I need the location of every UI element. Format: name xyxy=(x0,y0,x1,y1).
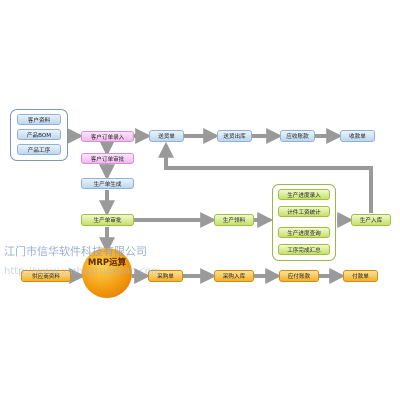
node-material-info[interactable]: 供应商资料 xyxy=(21,270,71,282)
node-receivable[interactable]: 应收账款 xyxy=(280,130,315,142)
node-customer-info[interactable]: 客户资料 xyxy=(17,114,61,125)
node-purchase[interactable]: 采购单 xyxy=(148,270,183,282)
node-plan-review[interactable]: 生产单审批 xyxy=(81,214,134,226)
node-piece-wage[interactable]: 计件工资统计 xyxy=(278,206,330,217)
watermark-company: 江门市信华软件科技有限公司 xyxy=(4,245,147,258)
node-production-pick[interactable]: 生产领料 xyxy=(214,214,254,226)
node-production-in[interactable]: 生产入库 xyxy=(351,214,391,226)
node-progress-entry[interactable]: 生产进度录入 xyxy=(278,189,330,200)
arrow-in-to-delivery xyxy=(158,141,373,213)
node-product-bom[interactable]: 产品BOM xyxy=(17,129,61,140)
node-product-process[interactable]: 产品工序 xyxy=(17,144,61,155)
node-delivery[interactable]: 送货单 xyxy=(149,130,184,142)
node-plan-generate[interactable]: 生产单生成 xyxy=(81,178,134,189)
node-order-review[interactable]: 客户订单审批 xyxy=(81,153,134,164)
watermark-url: http://www.xinhuaruanjian.com xyxy=(4,266,161,277)
node-order-entry[interactable]: 客户订单录入 xyxy=(81,131,134,142)
node-receipt[interactable]: 收款单 xyxy=(340,130,375,142)
node-delivery-out[interactable]: 送货出库 xyxy=(217,130,252,142)
node-mrp[interactable]: MRP运算 xyxy=(82,248,132,298)
node-process-summary[interactable]: 工序完成汇总 xyxy=(278,244,330,255)
node-payable[interactable]: 应付账款 xyxy=(279,270,319,282)
node-progress-query[interactable]: 生产进度查询 xyxy=(278,227,330,238)
node-payment[interactable]: 付款单 xyxy=(343,270,378,282)
node-purchase-in[interactable]: 采购入库 xyxy=(214,270,254,282)
